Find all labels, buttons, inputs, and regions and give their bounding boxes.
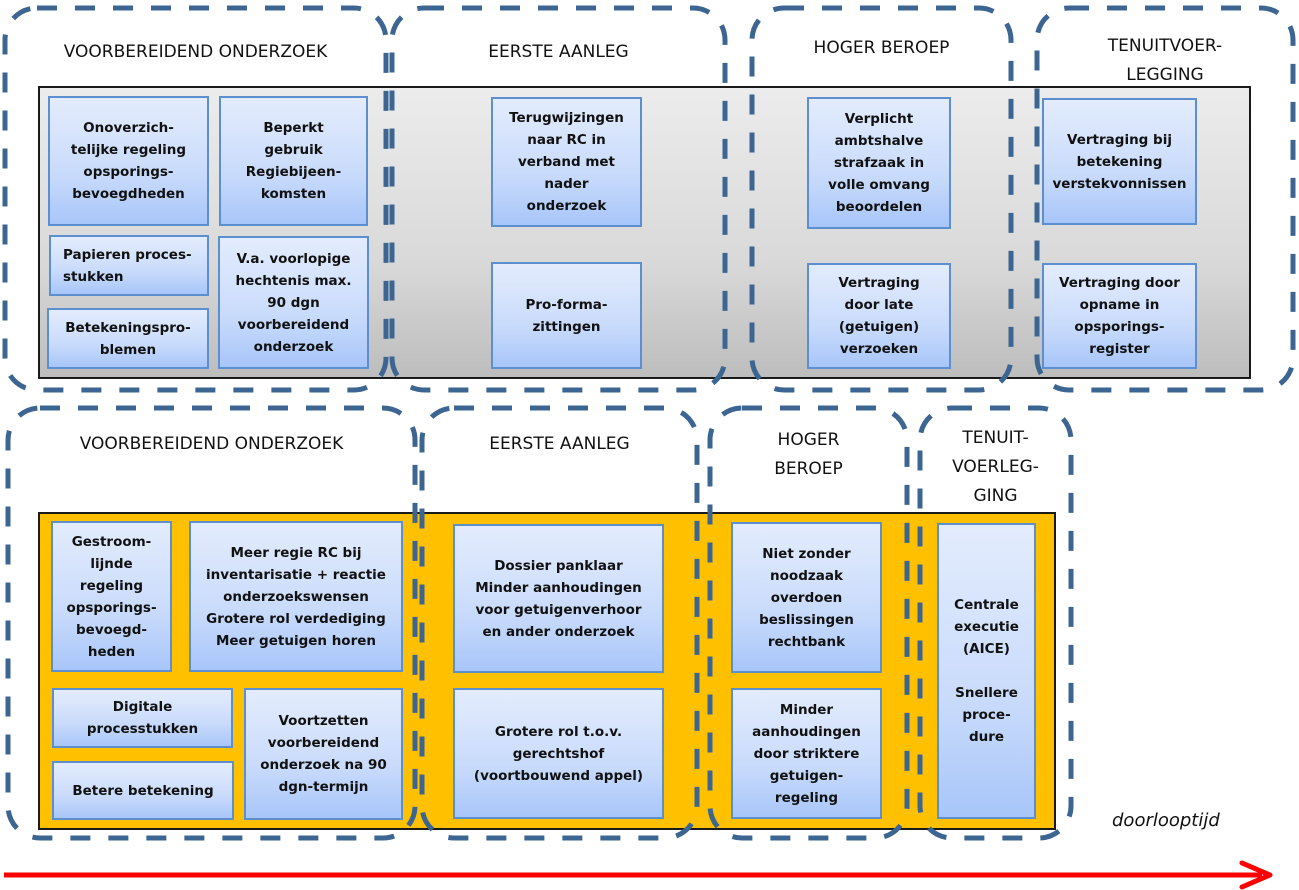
box-vertraging-opsporingsregister: Vertraging door opname in opsporings- re… [1042, 263, 1197, 369]
box-terugwijzingen: Terugwijzingen naar RC in verband met na… [491, 97, 642, 227]
box-betere-betekening: Betere betekening [52, 761, 234, 820]
phase-title: HOGER BEROEP [813, 38, 950, 58]
box-voorlopige-hechtenis: V.a. voorlopige hechtenis max. 90 dgn vo… [218, 236, 369, 369]
box-vertraging-betekening-verstekvonnissen: Vertraging bij betekening verstekvonniss… [1042, 98, 1197, 225]
box-verplicht-ambtshalve: Verplicht ambtshalve strafzaak in volle … [807, 97, 951, 229]
box-voortzetten-voorbereidend-onderzoek: Voortzetten voorbereidend onderzoek na 9… [244, 688, 403, 820]
box-centrale-executie: Centrale executie (AICE) Snellere proce-… [937, 523, 1036, 819]
box-niet-zonder-noodzaak: Niet zonder noodzaak overdoen beslissing… [731, 522, 882, 673]
box-papieren-processtukken: Papieren proces- stukken [49, 235, 209, 296]
phase-title: VOORBEREIDEND ONDERZOEK [63, 42, 328, 62]
box-pro-forma-zittingen: Pro-forma- zittingen [491, 262, 642, 369]
box-onoverzichtelijke-regeling: Onoverzich- telijke regeling opsporings-… [48, 96, 209, 226]
phase-title: HOGER BEROEP [774, 430, 843, 479]
box-grotere-rol-gerechtshof: Grotere rol t.o.v. gerechtshof (voortbou… [453, 688, 664, 819]
phase-title: VOORBEREIDEND ONDERZOEK [79, 434, 344, 454]
timeline-arrow-icon [4, 860, 1273, 890]
box-gestroomlijnde-regeling: Gestroom- lijnde regeling opsporings- be… [51, 521, 172, 672]
phase-title: TENUITVOER- LEGGING [1107, 36, 1223, 85]
phase-title: TENUIT- VOERLEG- GING [952, 428, 1039, 506]
box-digitale-processtukken: Digitale processtukken [52, 688, 233, 748]
box-minder-aanhoudingen-getuigenregeling: Minder aanhoudingen door striktere getui… [731, 688, 882, 819]
phase-title: EERSTE AANLEG [488, 42, 629, 62]
box-beperkt-gebruik-regiebijeenkomsten: Beperkt gebruik Regiebijeen- komsten [219, 96, 368, 226]
box-vertraging-late-verzoeken: Vertraging door late (getuigen) verzoeke… [807, 263, 951, 369]
box-dossier-panklaar: Dossier panklaar Minder aanhoudingen voo… [453, 524, 664, 673]
timeline-arrow-head [1239, 860, 1273, 890]
box-meer-regie-rc: Meer regie RC bij inventarisatie + react… [189, 521, 403, 672]
phase-title: EERSTE AANLEG [489, 434, 630, 454]
timeline-label: doorlooptijd [1112, 810, 1220, 831]
box-betekeningsproblemen: Betekeningspro- blemen [47, 308, 209, 369]
